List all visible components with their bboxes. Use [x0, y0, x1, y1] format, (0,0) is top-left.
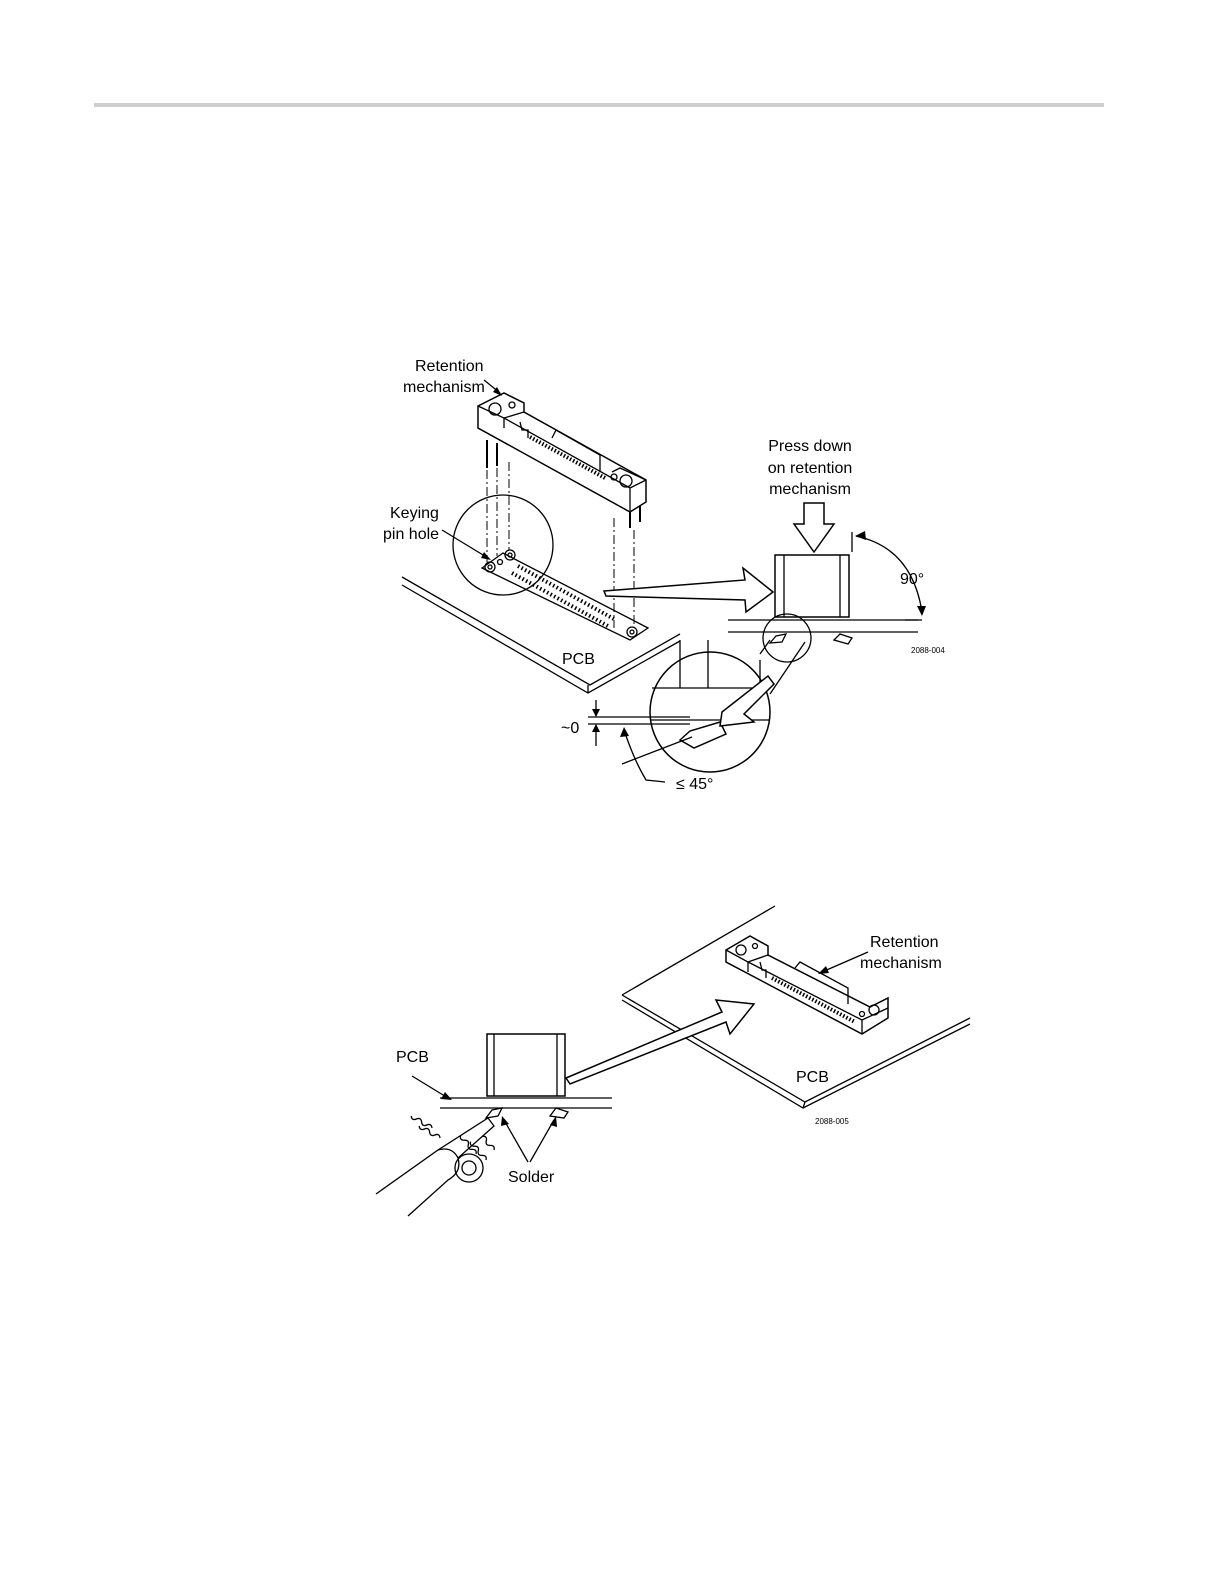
solder-leader-left-head	[501, 1116, 509, 1126]
retention-label-f2-line-1: Retention	[870, 934, 939, 951]
zoom-arrow-figure-2	[566, 1000, 754, 1084]
pcb-label-figure-1: PCB	[562, 651, 595, 668]
keying-magnifier-circle	[453, 495, 553, 595]
detail-connector-line-2	[770, 642, 805, 694]
angle-90-label: 90°	[900, 571, 924, 588]
figure-2-soldering: Retention mechanism PCB PCB Solder 2088-…	[376, 906, 970, 1216]
pcb-label-figure-2-left: PCB	[396, 1049, 429, 1066]
press-label-line-2: on retention	[768, 460, 853, 477]
retention-leader-head-figure-2	[818, 966, 829, 974]
pcb-leader-head	[441, 1092, 452, 1100]
solder-label: Solder	[508, 1169, 555, 1186]
figure-1-id: 2088-004	[911, 646, 945, 655]
retention-label-line-2: mechanism	[403, 379, 485, 396]
detail-connector-line-1	[760, 640, 770, 654]
retention-mechanism-installed	[726, 936, 888, 1034]
solder-leader-left	[504, 1120, 528, 1162]
keying-label-line-1: Keying	[390, 505, 439, 522]
pin-detail-circle	[763, 614, 811, 662]
figure-1-connector-placement: Retention mechanism Keying pin hole Pres…	[383, 358, 945, 793]
solder-leader-right	[530, 1120, 554, 1162]
retention-mechanism-top	[478, 393, 646, 528]
pcb-label-figure-2-right: PCB	[796, 1069, 829, 1086]
gap-label: ~0	[561, 720, 579, 737]
angle-45-label: ≤ 45°	[676, 776, 713, 793]
press-down-arrow	[794, 503, 834, 552]
retention-label-line-1: Retention	[415, 358, 484, 375]
press-label-line-3: mechanism	[769, 481, 851, 498]
zoom-arrow	[604, 568, 773, 612]
keying-label-line-2: pin hole	[383, 526, 439, 543]
retention-label-f2-line-2: mechanism	[860, 955, 942, 972]
pin-detail-magnified	[650, 640, 774, 772]
soldering-iron	[376, 1118, 494, 1216]
press-label-line-1: Press down	[768, 438, 852, 455]
pcb-leader	[412, 1076, 448, 1098]
figure-2-id: 2088-005	[815, 1117, 849, 1126]
